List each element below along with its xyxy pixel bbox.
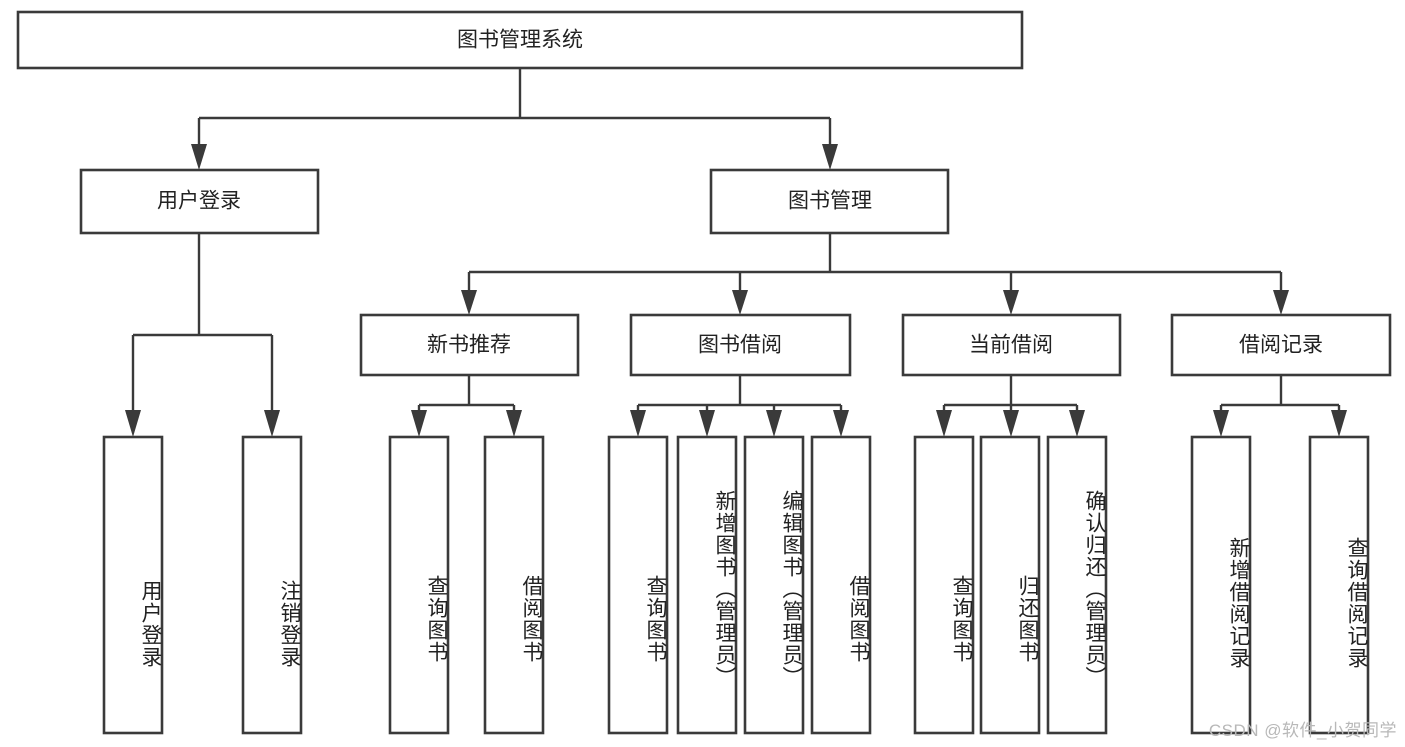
node-leaf-query-book-2[interactable]	[607, 435, 669, 735]
watermark-text: CSDN @软件_小贺同学	[1208, 721, 1397, 740]
connector-root-to-level2	[191, 68, 838, 170]
node-leaf-query-book-3[interactable]	[913, 435, 975, 735]
node-leaf-logout-login[interactable]	[241, 435, 303, 735]
node-book-manage-label: 图书管理	[788, 190, 872, 213]
node-leaf-borrow-book-2[interactable]	[810, 435, 872, 735]
node-leaf-query-book-1[interactable]	[388, 435, 450, 735]
connector-book-borrow-to-leaves	[630, 375, 849, 437]
node-leaf-add-record[interactable]	[1190, 435, 1252, 735]
node-book-manage[interactable]: 图书管理	[709, 168, 950, 235]
node-book-borrow[interactable]: 图书借阅	[629, 313, 852, 377]
node-leaf-query-record[interactable]	[1308, 435, 1370, 735]
node-user-login[interactable]: 用户登录	[79, 168, 320, 235]
node-leaf-user-login[interactable]	[102, 435, 164, 735]
connector-book-manage-to-level3	[461, 233, 1289, 315]
connector-current-borrow-to-leaves	[936, 375, 1085, 437]
node-new-book-recommend[interactable]: 新书推荐	[359, 313, 580, 377]
node-leaf-return-book[interactable]	[979, 435, 1041, 735]
node-current-borrow[interactable]: 当前借阅	[901, 313, 1122, 377]
node-book-borrow-label: 图书借阅	[698, 334, 782, 357]
connector-new-book-to-leaves	[411, 375, 522, 437]
node-leaf-borrow-book-1[interactable]	[483, 435, 545, 735]
connector-borrow-record-to-leaves	[1213, 375, 1347, 437]
node-root[interactable]: 图书管理系统	[16, 10, 1024, 70]
node-new-book-recommend-label: 新书推荐	[427, 334, 511, 357]
node-root-label: 图书管理系统	[457, 29, 583, 52]
node-current-borrow-label: 当前借阅	[969, 334, 1053, 357]
node-leaf-confirm-return[interactable]	[1046, 435, 1108, 735]
node-user-login-label: 用户登录	[157, 190, 241, 213]
node-borrow-record-label: 借阅记录	[1239, 334, 1323, 357]
node-leaf-edit-book[interactable]	[743, 435, 805, 735]
connector-user-login-to-leaves	[125, 233, 280, 437]
node-borrow-record[interactable]: 借阅记录	[1170, 313, 1392, 377]
node-leaf-add-book[interactable]	[676, 435, 738, 735]
